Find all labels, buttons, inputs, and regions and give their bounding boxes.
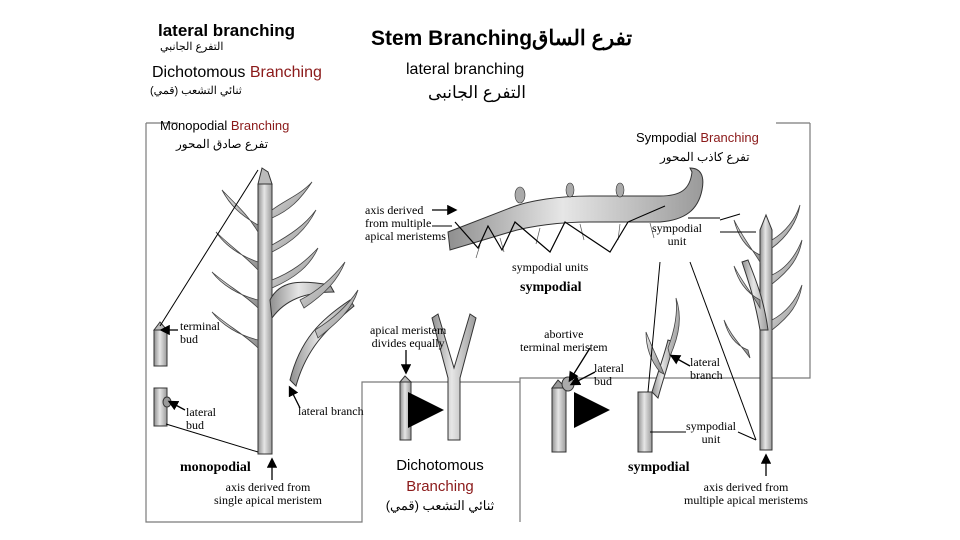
sympodial-right-title: Sympodial Branching <box>636 130 759 145</box>
label-right-lateral-bud: lateral bud <box>594 362 624 388</box>
label-lateral-branch: lateral branch <box>298 404 364 419</box>
sympodial-right-title-black: Sympodial <box>636 130 697 145</box>
label-apical-meristem: apical meristem divides equally <box>370 324 446 350</box>
sympodial-right-arabic: تفرع كاذب المحور <box>660 150 750 164</box>
label-right-lateral-branch: lateral branch <box>690 356 723 382</box>
dichotomous-center-title: Dichotomous Branching <box>380 455 500 497</box>
label-sympodial-right: sympodial <box>628 460 689 476</box>
label-sympodial-units: sympodial units <box>512 260 588 275</box>
label-sympodial-top: sympodial <box>520 280 581 296</box>
monopodial-title-red: Branching <box>231 118 290 133</box>
dichotomous-center-title-red: Branching <box>380 476 500 497</box>
dichotomous-center-title-black: Dichotomous <box>380 455 500 476</box>
sympodial-right-title-red: Branching <box>700 130 759 145</box>
monopodial-title-black: Monopodial <box>160 118 227 133</box>
label-abortive-meristem: abortive terminal meristem <box>520 328 608 354</box>
label-monopodial: monopodial <box>180 460 251 476</box>
label-monopodial-axis: axis derived from single apical meristem <box>214 481 322 507</box>
label-sympodial-unit-bottom: sympodial unit <box>686 420 736 446</box>
monopodial-title: Monopodial Branching <box>160 118 289 133</box>
label-sympodial-axis-right: axis derived from multiple apical merist… <box>684 481 808 507</box>
monopodial-arabic: تفرع صادق المحور <box>176 137 268 151</box>
label-sympodial-unit-top: sympodial unit <box>652 222 702 248</box>
dichotomous-center-arabic: ثنائي التشعب (قمي) <box>384 498 496 514</box>
monopodial-arrows <box>162 330 300 480</box>
label-terminal-bud: terminal bud <box>180 320 220 346</box>
label-lateral-bud: lateral bud <box>186 406 216 432</box>
label-sympodial-axis-top: axis derived from multiple apical merist… <box>365 204 446 243</box>
